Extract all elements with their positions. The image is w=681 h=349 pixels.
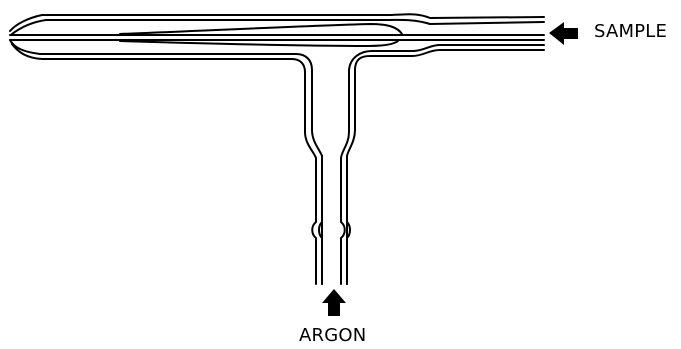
argon-channel-right — [346, 155, 351, 285]
outer-tube-upper-wall — [9, 13, 545, 32]
outer-tube-lower-wall — [9, 39, 323, 285]
argon-label: ARGON — [299, 325, 367, 346]
side-arm-right-inner — [340, 44, 545, 285]
argon-channel-left — [318, 155, 323, 285]
outer-tube-upper-inner-wall — [11, 18, 545, 35]
side-arm-right-outer — [346, 49, 545, 285]
outer-tube-lower-inner-wall — [11, 43, 317, 285]
sample-label: SAMPLE — [594, 21, 668, 42]
arrow-up-icon — [322, 289, 346, 316]
capillary-taper-lower — [119, 40, 399, 47]
capillary-taper-upper — [119, 23, 403, 35]
arrow-left-icon — [549, 22, 578, 45]
